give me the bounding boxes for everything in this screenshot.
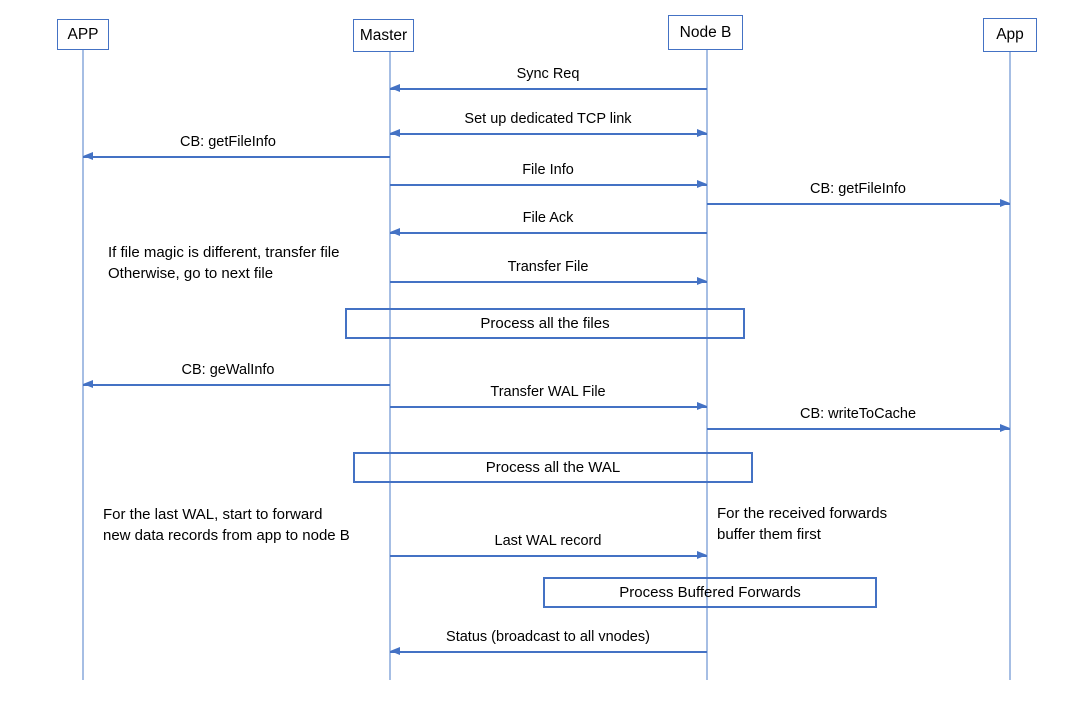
note-last-wal: For the last WAL, start to forward new d…: [103, 506, 350, 544]
arrowhead-right-file-info: [697, 180, 707, 189]
message-line-transfer-wal-file: [390, 406, 707, 408]
lifeline-master: [388, 52, 391, 680]
message-label-transfer-file: Transfer File: [507, 259, 589, 275]
message-label-file-ack: File Ack: [522, 210, 574, 226]
arrowhead-right-transfer-file: [697, 277, 707, 286]
arrowhead-right-cb-getfileinfo-right: [1000, 199, 1010, 208]
message-label-sync-req: Sync Req: [516, 66, 580, 82]
message-line-status-broadcast: [390, 651, 707, 653]
arrowhead-left-tcp-link: [390, 129, 400, 138]
message-label-cb-gewalinfo: CB: geWalInfo: [181, 362, 275, 378]
arrowhead-right-cb-writetocache: [1000, 424, 1010, 433]
arrowhead-right-tcp-link: [697, 129, 707, 138]
message-line-cb-getfileinfo-left: [83, 156, 390, 158]
message-line-last-wal-record: [390, 555, 707, 557]
note-file-magic: If file magic is different, transfer fil…: [108, 244, 340, 282]
message-line-sync-req: [390, 88, 707, 90]
arrowhead-left-file-ack: [390, 228, 400, 237]
message-line-tcp-link: [390, 133, 707, 135]
message-label-cb-getfileinfo-left: CB: getFileInfo: [180, 134, 276, 150]
message-label-cb-getfileinfo-right: CB: getFileInfo: [810, 181, 906, 197]
process-box-process-all-wal: Process all the WAL: [353, 452, 753, 483]
message-line-cb-getfileinfo-right: [707, 203, 1010, 205]
process-box-process-buffered-forwards: Process Buffered Forwards: [543, 577, 877, 608]
message-label-file-info: File Info: [522, 162, 574, 178]
arrowhead-left-sync-req: [390, 84, 400, 93]
arrowhead-right-transfer-wal-file: [697, 402, 707, 411]
message-label-transfer-wal-file: Transfer WAL File: [490, 384, 606, 400]
actor-box-app-left: APP: [57, 19, 109, 50]
note-received-forwards: For the received forwards buffer them fi…: [717, 505, 888, 543]
arrowhead-left-cb-gewalinfo: [83, 380, 93, 389]
message-line-cb-writetocache: [707, 428, 1010, 430]
message-label-tcp-link: Set up dedicated TCP link: [464, 111, 632, 127]
actor-box-node-b: Node B: [668, 15, 743, 50]
actor-box-app-right: App: [983, 18, 1037, 52]
lifeline-app-right: [1008, 52, 1011, 680]
lifeline-app-left: [81, 50, 84, 680]
process-box-process-all-files: Process all the files: [345, 308, 745, 339]
message-line-file-ack: [390, 232, 707, 234]
message-line-transfer-file: [390, 281, 707, 283]
message-line-cb-gewalinfo: [83, 384, 390, 386]
message-line-file-info: [390, 184, 707, 186]
arrowhead-right-last-wal-record: [697, 551, 707, 560]
actor-box-master: Master: [353, 19, 414, 52]
message-label-last-wal-record: Last WAL record: [494, 533, 602, 549]
arrowhead-left-cb-getfileinfo-left: [83, 152, 93, 161]
message-label-cb-writetocache: CB: writeToCache: [799, 406, 917, 422]
message-label-status-broadcast: Status (broadcast to all vnodes): [446, 629, 650, 645]
arrowhead-left-status-broadcast: [390, 647, 400, 656]
lifeline-node-b: [705, 50, 708, 680]
